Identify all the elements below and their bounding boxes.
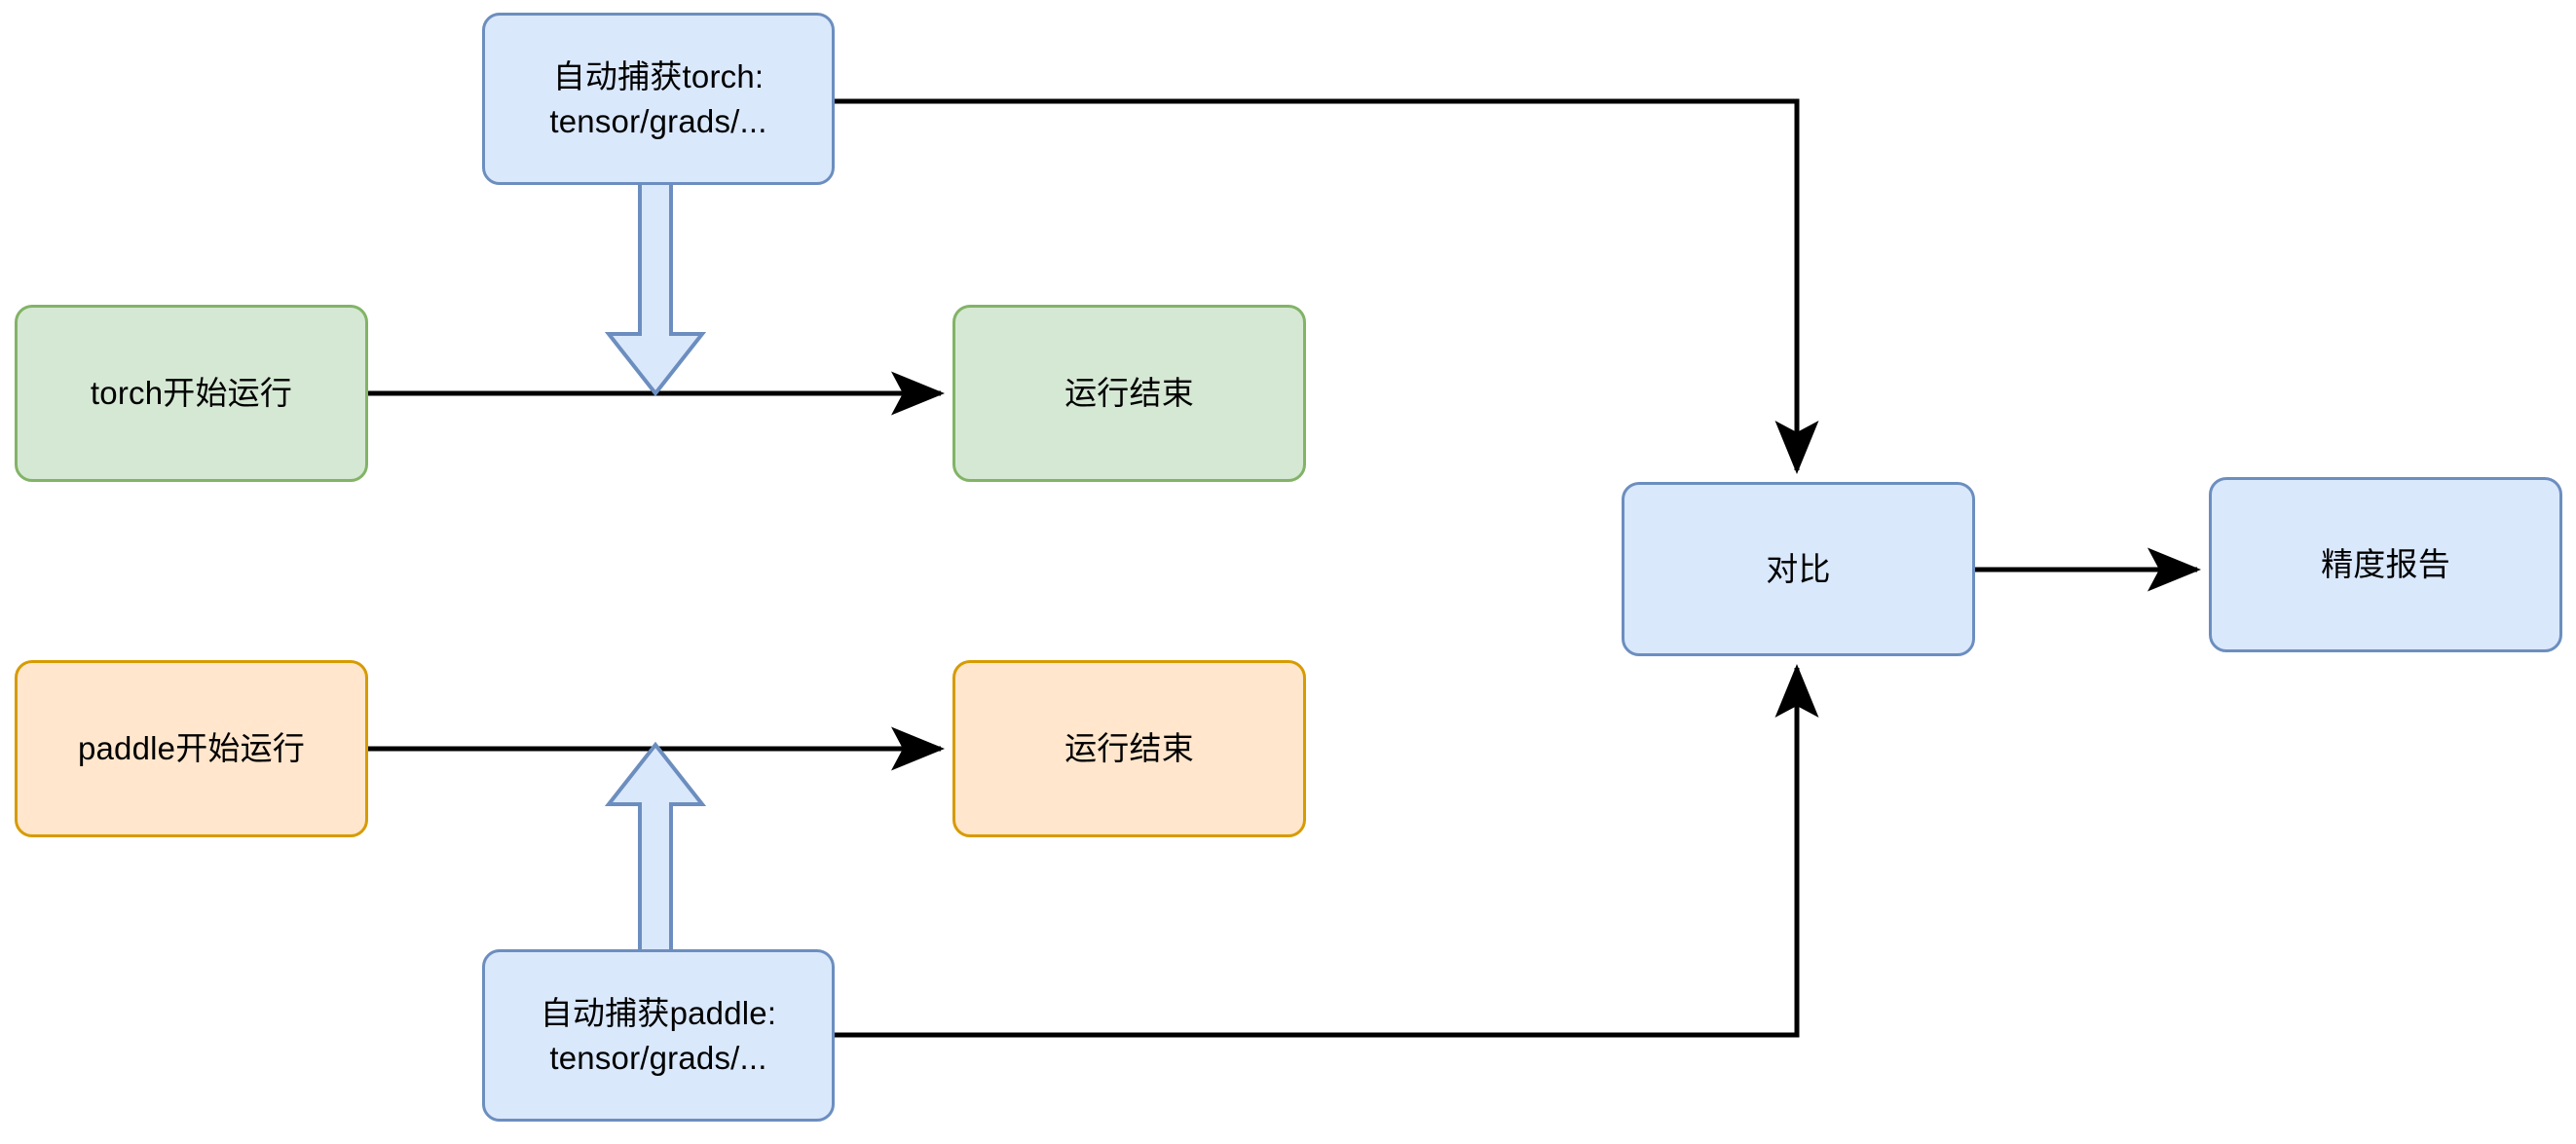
node-capture-paddle[interactable]: 自动捕获paddle: tensor/grads/... [482,949,835,1122]
block-arrow-down-icon [604,179,707,397]
node-torch-end[interactable]: 运行结束 [952,305,1306,482]
node-compare[interactable]: 对比 [1622,482,1975,656]
node-label: 精度报告 [2321,546,2450,583]
node-paddle-start[interactable]: paddle开始运行 [15,660,368,837]
node-label: 自动捕获paddle: tensor/grads/... [540,994,777,1076]
node-label: 自动捕获torch: tensor/grads/... [549,57,767,139]
node-label: 对比 [1766,550,1831,587]
node-label: paddle开始运行 [77,730,306,767]
node-report[interactable]: 精度报告 [2209,477,2562,652]
block-arrow-up-icon [604,741,707,955]
node-label: 运行结束 [1064,375,1194,412]
node-label: 运行结束 [1064,730,1194,767]
node-label: torch开始运行 [90,375,293,412]
node-capture-torch[interactable]: 自动捕获torch: tensor/grads/... [482,13,835,185]
edge-capture-torch-to-compare [835,98,1819,475]
node-paddle-end[interactable]: 运行结束 [952,660,1306,837]
node-torch-start[interactable]: torch开始运行 [15,305,368,482]
edge-capture-paddle-to-compare [835,663,1819,1038]
